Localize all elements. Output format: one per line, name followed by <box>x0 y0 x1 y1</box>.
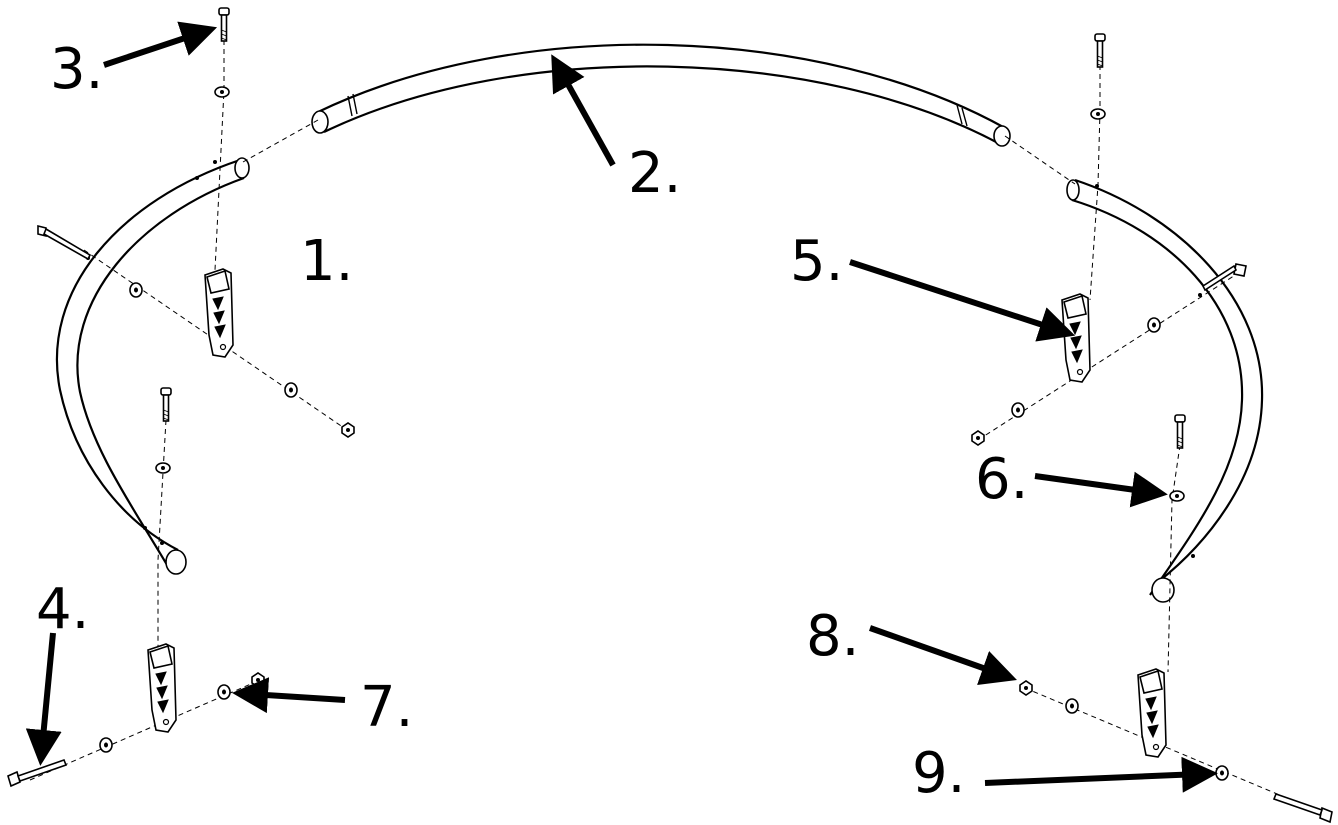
washer-ul-1 <box>129 282 143 298</box>
plate-mid-right <box>1169 490 1185 502</box>
arrow-9 <box>984 756 1218 793</box>
callout-1: 1. <box>300 229 353 294</box>
washer-lr-2 <box>1215 765 1229 781</box>
plate-top-left <box>214 86 230 98</box>
bracket-bottom-left <box>147 643 177 733</box>
bolt-top-left <box>218 7 230 42</box>
washer-ll-1 <box>99 737 113 753</box>
callout-3: 3. <box>50 37 103 102</box>
callout-arrows <box>25 21 1218 793</box>
nut-lr <box>1019 680 1033 696</box>
arrow-2 <box>551 54 616 167</box>
washer-ur-1 <box>1147 317 1161 333</box>
arrow-4 <box>25 632 62 766</box>
long-bolt-lower-left <box>7 758 68 788</box>
nut-ul <box>341 422 355 438</box>
top-arc-tube <box>311 43 1011 147</box>
callout-4: 4. <box>36 577 89 642</box>
washer-lr-1 <box>1065 698 1079 714</box>
callout-5: 5. <box>790 229 843 294</box>
arrow-5 <box>849 259 1076 342</box>
arrow-7 <box>232 677 346 714</box>
plate-mid-left <box>155 462 171 474</box>
nut-ll <box>251 672 265 688</box>
callout-2: 2. <box>628 141 681 206</box>
callout-7: 7. <box>360 675 413 740</box>
left-curved-tube <box>55 157 250 575</box>
callout-8: 8. <box>806 604 859 669</box>
nut-ur <box>971 430 985 446</box>
callout-9: 9. <box>912 741 965 806</box>
bolt-mid-right <box>1174 414 1186 449</box>
arrow-6 <box>1034 471 1168 508</box>
washer-ur-2 <box>1011 402 1025 418</box>
callout-6: 6. <box>975 447 1028 512</box>
bracket-top-left <box>204 268 234 358</box>
right-curved-tube <box>1066 178 1264 603</box>
long-bolt-upper-left <box>37 224 92 261</box>
arrow-8 <box>868 625 1017 685</box>
washer-ll-2 <box>217 684 231 700</box>
long-bolt-upper-right <box>1201 263 1247 292</box>
plate-top-right <box>1090 108 1106 120</box>
bracket-bottom-right <box>1137 668 1167 758</box>
washer-ul-2 <box>284 382 298 398</box>
arrow-3 <box>103 21 218 68</box>
bolt-top-right <box>1094 33 1106 68</box>
bracket-top-right <box>1061 293 1091 383</box>
bolt-mid-left <box>160 387 172 422</box>
long-bolt-lower-right <box>1272 792 1333 824</box>
